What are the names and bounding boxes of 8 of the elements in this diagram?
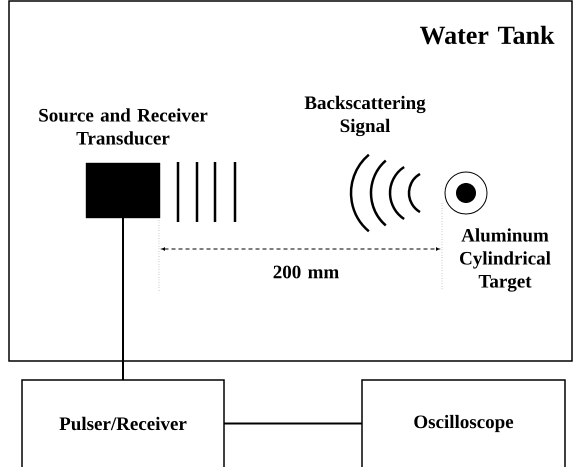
signal-label: Backscattering Signal [304,96,426,136]
node-label: Aluminum Cylindrical Target [460,228,551,292]
oscilloscope-box: Oscilloscope [361,379,566,467]
pulser-box: Pulser/Receiver [21,379,225,467]
node-label: Source and Receiver Transducer [39,108,208,145]
dimension-label: 200 mm [274,266,339,278]
connector-line [224,422,362,424]
connector-line [122,218,124,380]
